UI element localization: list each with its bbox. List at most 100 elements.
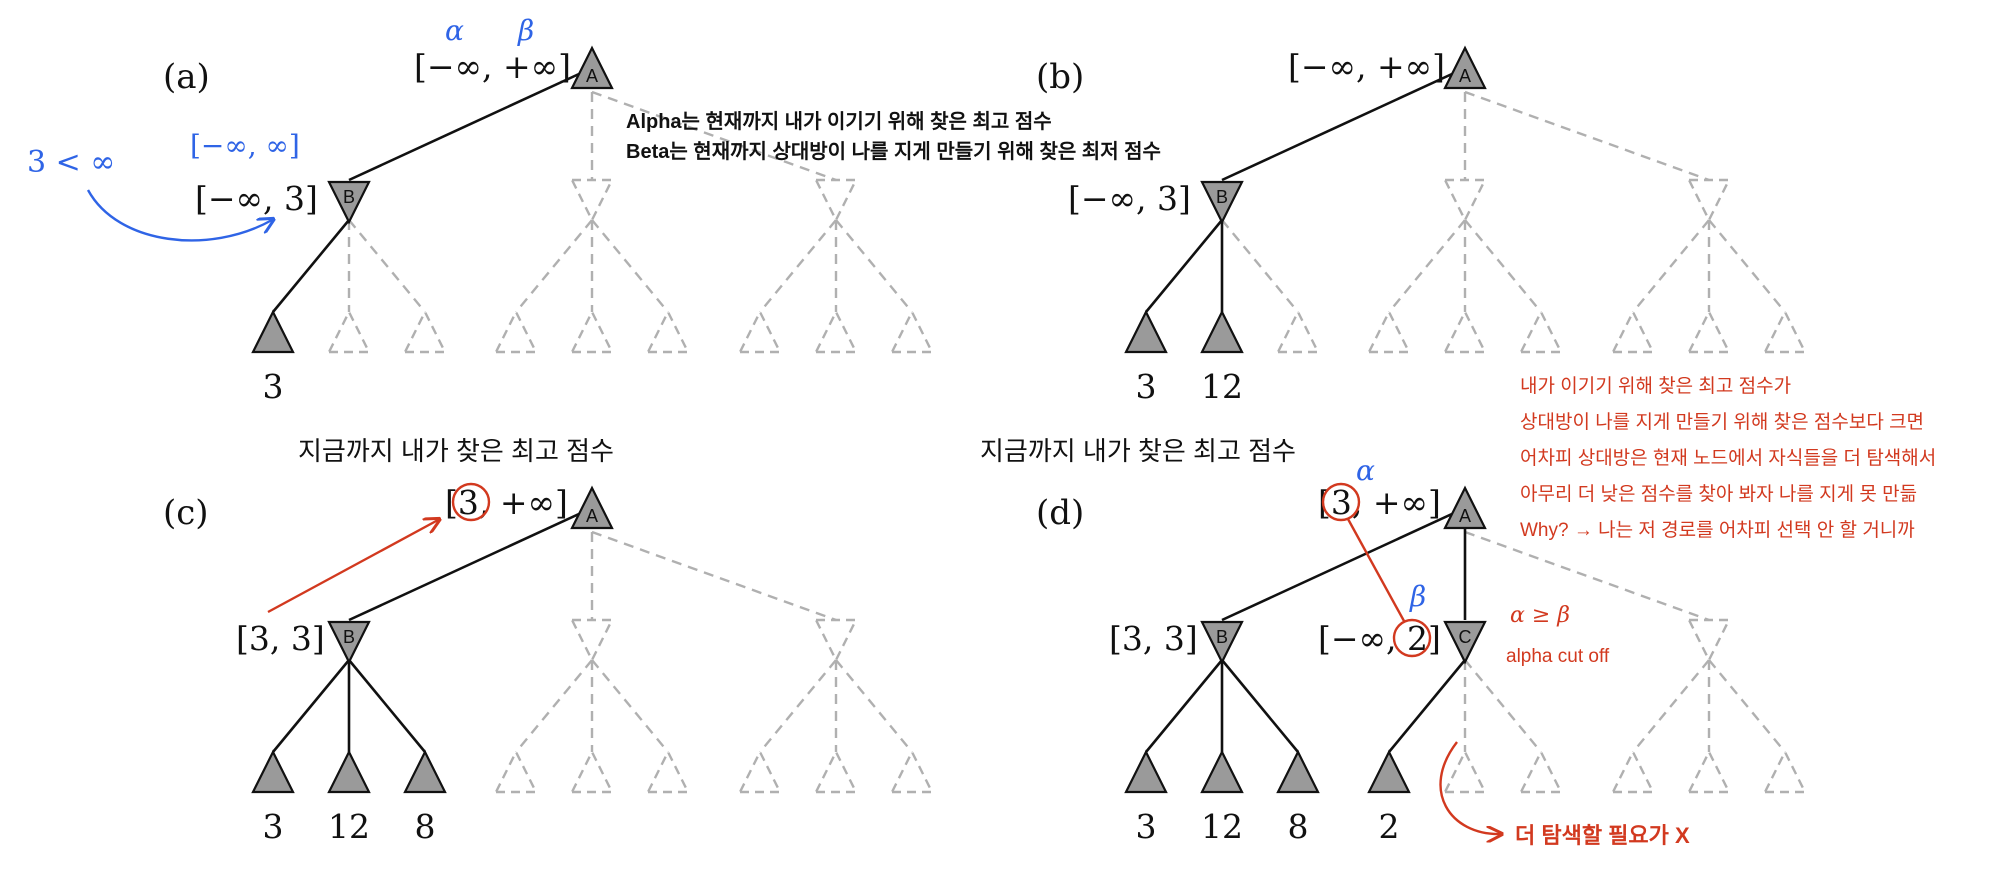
- dashed-edge: [1221, 219, 1299, 313]
- unexplored-leaf: [327, 309, 371, 354]
- alpha-label: α: [445, 14, 464, 47]
- leaf-node: [1200, 749, 1244, 794]
- leaf-node: [1200, 309, 1244, 354]
- dashed-edge: [1464, 90, 1710, 182]
- unexplored-leaf: [646, 309, 690, 354]
- panel-a: A B (a) [−∞, +∞] [−∞, 3] 3: [163, 45, 934, 406]
- dashed-edge: [1708, 659, 1786, 753]
- blue-annotations: α β [−∞, ∞] 3 < ∞: [27, 14, 534, 242]
- pruned-leaf: [1519, 749, 1563, 794]
- alpha-definition: Alpha는 현재까지 내가 이기기 위해 찾은 최고 점수: [626, 110, 1052, 133]
- node-label-c: C: [1459, 627, 1472, 647]
- unexplored-leaf: [494, 309, 538, 354]
- unexplored-leaf: [1443, 309, 1487, 354]
- max-node-a: [1443, 485, 1487, 530]
- dashed-edge: [759, 219, 837, 313]
- unexplored-leaf: [738, 309, 782, 354]
- unexplored-leaf: [1687, 309, 1731, 354]
- dashed-edge: [591, 219, 669, 313]
- unexplored-leaf: [890, 309, 934, 354]
- node-label-b: B: [1216, 627, 1228, 647]
- unexplored-min-node: [570, 618, 614, 663]
- panel-c: A B (c) [3, +∞] [3, 3] 3 12 8: [163, 482, 934, 846]
- unexplored-leaf: [403, 309, 447, 354]
- edge-b-leaf: [271, 659, 351, 753]
- alpha-highlight-circle: [1321, 482, 1361, 522]
- node-label-a: A: [1459, 506, 1471, 526]
- red-arrow: [267, 520, 438, 614]
- red-note-line: 상대방이 나를 지게 만들기 위해 찾은 점수보다 크면: [1520, 411, 1924, 433]
- panel-label: (a): [163, 57, 210, 97]
- node-label-b: B: [343, 627, 355, 647]
- b-bounds: [−∞, 3]: [195, 179, 318, 218]
- dashed-edge: [835, 219, 913, 313]
- leaf-node: [251, 749, 295, 794]
- edge-c-leaf: [1387, 659, 1467, 753]
- leaf-node: [251, 309, 295, 354]
- dashed-edge: [1632, 219, 1710, 313]
- panel-b: A B (b) [−∞, +∞] [−∞, 3] 3 12: [1036, 45, 1807, 406]
- min-node-b: [1200, 620, 1244, 665]
- blue-interval: [−∞, ∞]: [190, 129, 300, 162]
- leaf-node: [403, 749, 447, 794]
- dashed-edge: [1388, 219, 1466, 313]
- unexplored-min-node: [1687, 178, 1731, 223]
- min-node-b: [327, 180, 371, 225]
- pruned-leaf: [1443, 749, 1487, 794]
- max-node-a: [570, 485, 614, 530]
- leaf-node: [1124, 309, 1168, 354]
- unexplored-min-node: [570, 178, 614, 223]
- edge-a-b: [1221, 506, 1466, 622]
- unexplored-leaf: [1519, 309, 1563, 354]
- unexplored-min-node: [1443, 178, 1487, 223]
- min-node-c: [1443, 620, 1487, 665]
- root-bounds: [3, +∞]: [1318, 483, 1441, 522]
- panel-label: (b): [1036, 57, 1084, 97]
- unexplored-leaf: [1763, 749, 1807, 794]
- edge-b-leaf: [271, 219, 351, 313]
- leaf-value: 12: [328, 807, 370, 846]
- edge-a-b: [348, 66, 593, 182]
- blue-curved-arrow: [86, 189, 272, 242]
- panel-label: (d): [1036, 493, 1084, 533]
- b-bounds: [3, 3]: [1109, 619, 1198, 658]
- unexplored-min-node: [814, 178, 858, 223]
- red-curved-arrow: [1439, 741, 1500, 834]
- b-bounds: [−∞, 3]: [1068, 179, 1191, 218]
- unexplored-leaf: [494, 749, 538, 794]
- leaf-node: [1367, 749, 1411, 794]
- beta-definition: Beta는 현재까지 상대방이 나를 지게 만들기 위해 찾은 최저 점수: [626, 140, 1161, 163]
- leaf-value: 2: [1379, 807, 1400, 846]
- dashed-edge: [1632, 659, 1710, 753]
- leaf-value: 12: [1201, 807, 1243, 846]
- cutoff-condition: α ≥ β: [1510, 603, 1570, 628]
- edge-b-leaf: [347, 659, 427, 753]
- dashed-edge: [591, 90, 837, 182]
- red-note-line: 아무리 더 낮은 점수를 찾아 봐자 나를 지게 못 만듦: [1520, 483, 1917, 505]
- node-label-a: A: [586, 506, 598, 526]
- dashed-edge: [515, 659, 593, 753]
- dashed-edge: [348, 219, 426, 313]
- unexplored-leaf: [814, 749, 858, 794]
- panel-d: A B C (d) [3, +∞] [3, 3] [−∞, 2] 3 12 8 …: [1036, 454, 1807, 848]
- dashed-edge: [759, 659, 837, 753]
- leaf-value: 3: [1136, 807, 1157, 846]
- unexplored-leaf: [1276, 309, 1320, 354]
- red-note-line: 어차피 상대방은 현재 노드에서 자식들을 더 탐색해서: [1520, 447, 1936, 469]
- unexplored-leaf: [570, 309, 614, 354]
- unexplored-leaf: [1687, 749, 1731, 794]
- unexplored-leaf: [738, 749, 782, 794]
- b-bounds: [3, 3]: [236, 619, 325, 658]
- root-bounds: [−∞, +∞]: [414, 47, 571, 86]
- red-note-line: 내가 이기기 위해 찾은 최고 점수가: [1520, 375, 1791, 397]
- unexplored-leaf: [890, 749, 934, 794]
- edge-b-leaf: [1144, 659, 1224, 753]
- red-explanation: 내가 이기기 위해 찾은 최고 점수가 상대방이 나를 지게 만들기 위해 찾은…: [1520, 375, 1936, 541]
- leaf-node: [1276, 749, 1320, 794]
- edge-b-leaf: [1220, 659, 1300, 753]
- leaf-node: [327, 749, 371, 794]
- alpha-highlight-circle: [451, 482, 491, 522]
- node-label-a: A: [586, 66, 598, 86]
- dashed-edge: [1464, 530, 1710, 622]
